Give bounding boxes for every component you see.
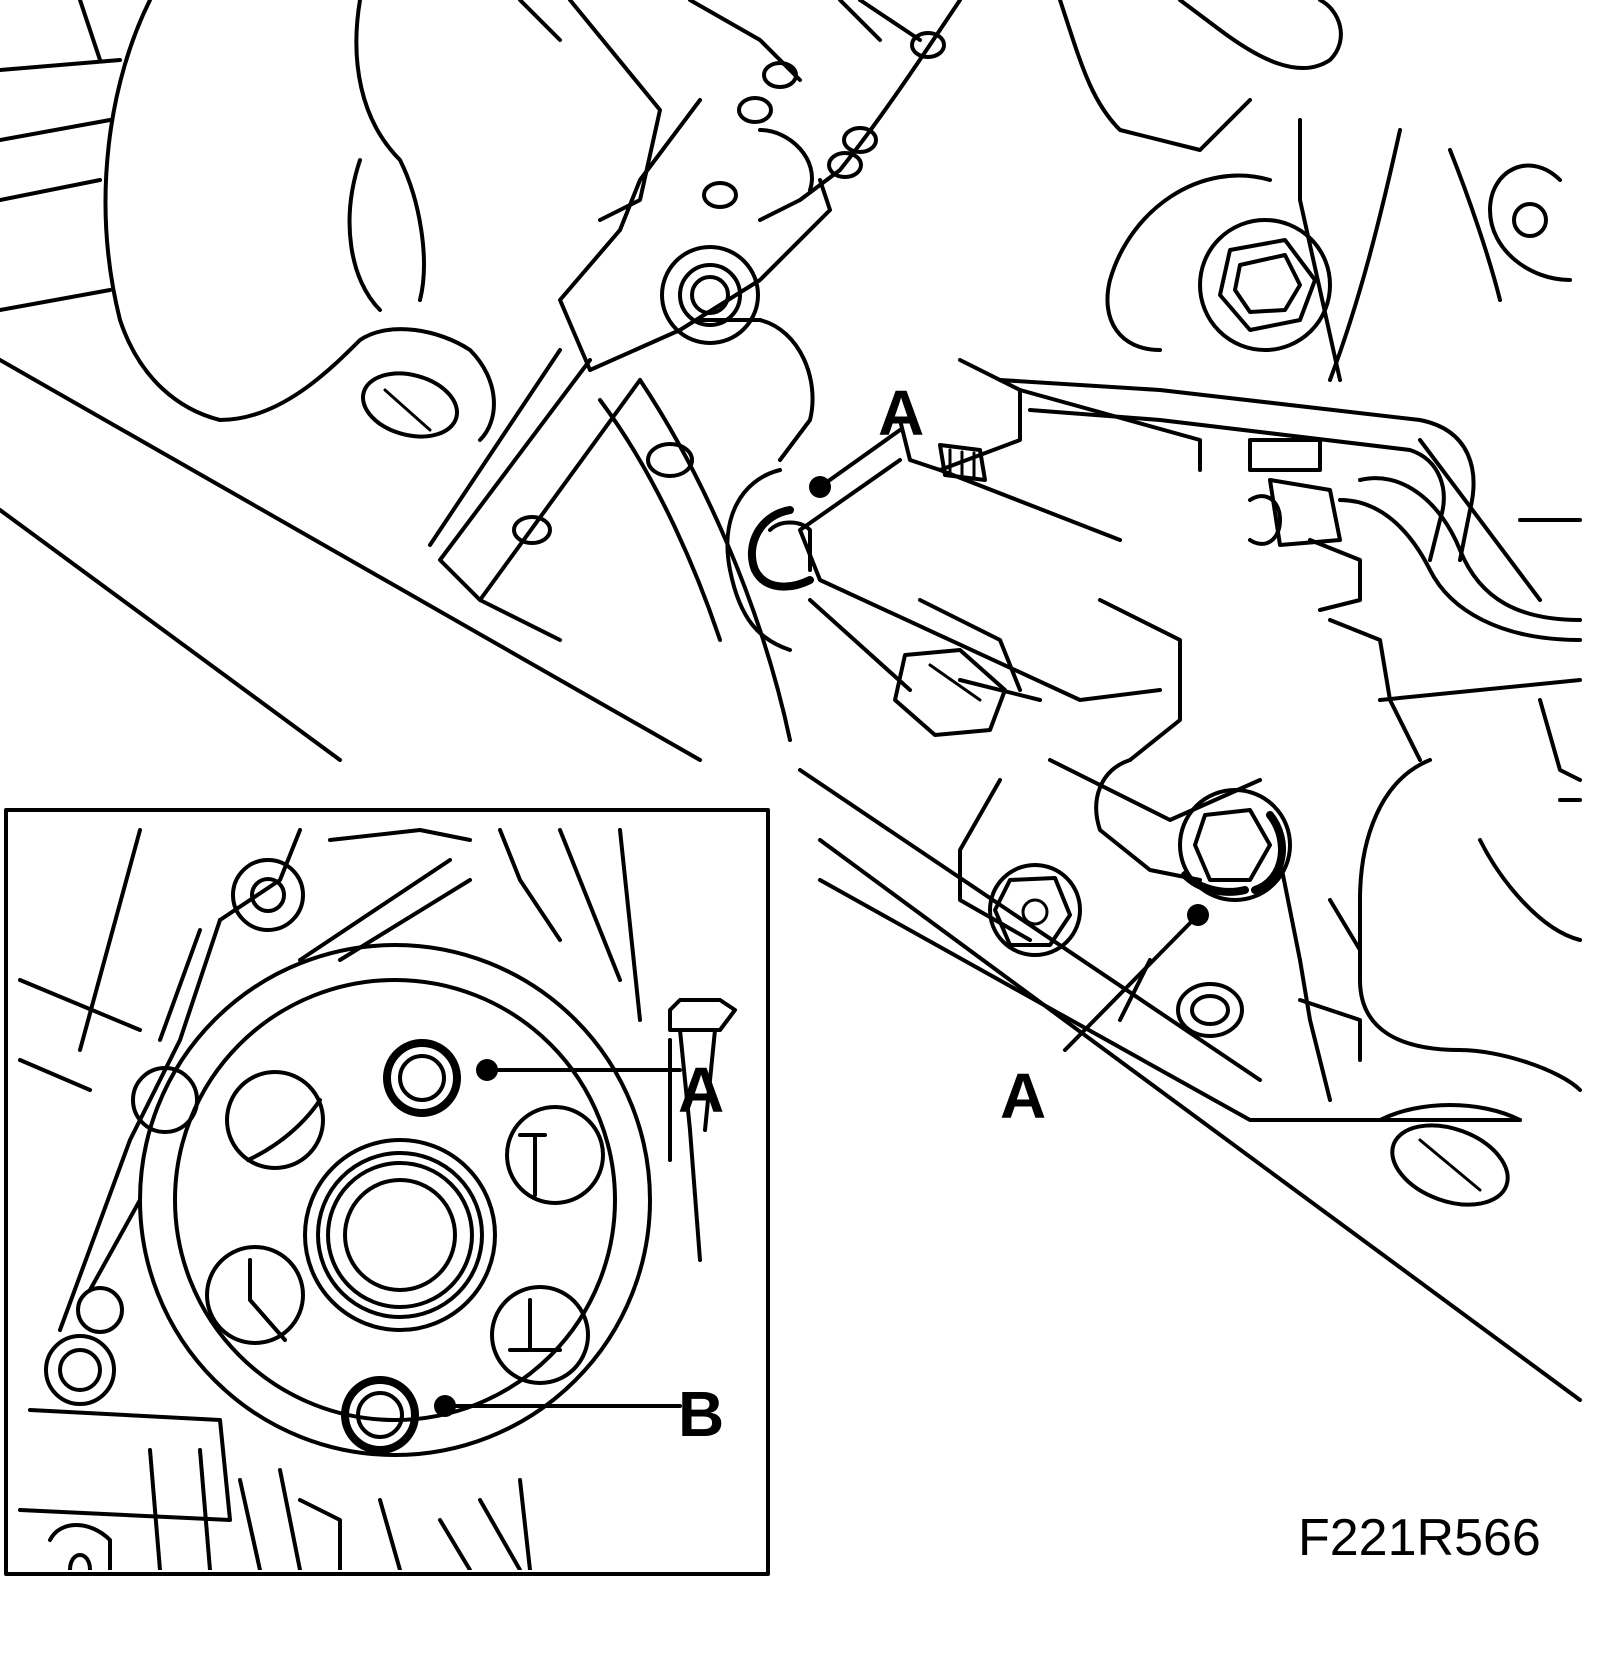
inset-ring-top — [231, 858, 305, 932]
seal-ring-a-lower — [1178, 788, 1292, 902]
frame-rails — [0, 358, 1582, 1402]
figure-reference: F221R566 — [1298, 1509, 1541, 1567]
inset-view: A B — [4, 808, 770, 1576]
seal-ring-a-top — [747, 506, 814, 591]
pivot-bushing — [660, 245, 760, 345]
stud-upper — [938, 443, 987, 482]
hex-nut-lower — [988, 863, 1082, 957]
inset-pulley — [138, 943, 652, 1457]
hex-bolt-top-right — [1198, 218, 1332, 352]
lower-bolt-assembly — [958, 758, 1362, 1102]
callout-b-inset: B — [434, 1378, 724, 1450]
inset-drawing — [18, 828, 737, 1570]
callout-a-lower-label: A — [1000, 1060, 1046, 1132]
washer-lower — [1176, 982, 1244, 1038]
hex-nut-left — [893, 648, 1007, 737]
callout-a-inset-label: A — [678, 1054, 724, 1126]
lower-link — [428, 348, 792, 742]
slot-hole-left — [360, 371, 460, 439]
callout-a-lower: A — [1000, 904, 1209, 1132]
callout-b-inset-label: B — [678, 1378, 724, 1450]
inset-frame — [4, 808, 770, 1576]
right-brackets — [998, 0, 1582, 1207]
pump-body — [698, 318, 1262, 822]
inset-bolt-a — [383, 1039, 461, 1117]
callout-a-top-label: A — [878, 377, 924, 449]
inset-pulley-holes — [205, 1070, 605, 1385]
fuel-fitting — [1248, 478, 1362, 612]
callout-a-inset: A — [476, 1054, 724, 1126]
inset-hose-fitting — [668, 998, 737, 1262]
inset-bolt-b — [341, 1376, 419, 1454]
callout-a-top: A — [809, 377, 924, 498]
slot-hole-right — [1390, 1123, 1510, 1207]
main-engine-view: A A — [0, 0, 1582, 1402]
belt-pulley-area — [0, 0, 496, 442]
bracket-arm — [518, 0, 962, 372]
